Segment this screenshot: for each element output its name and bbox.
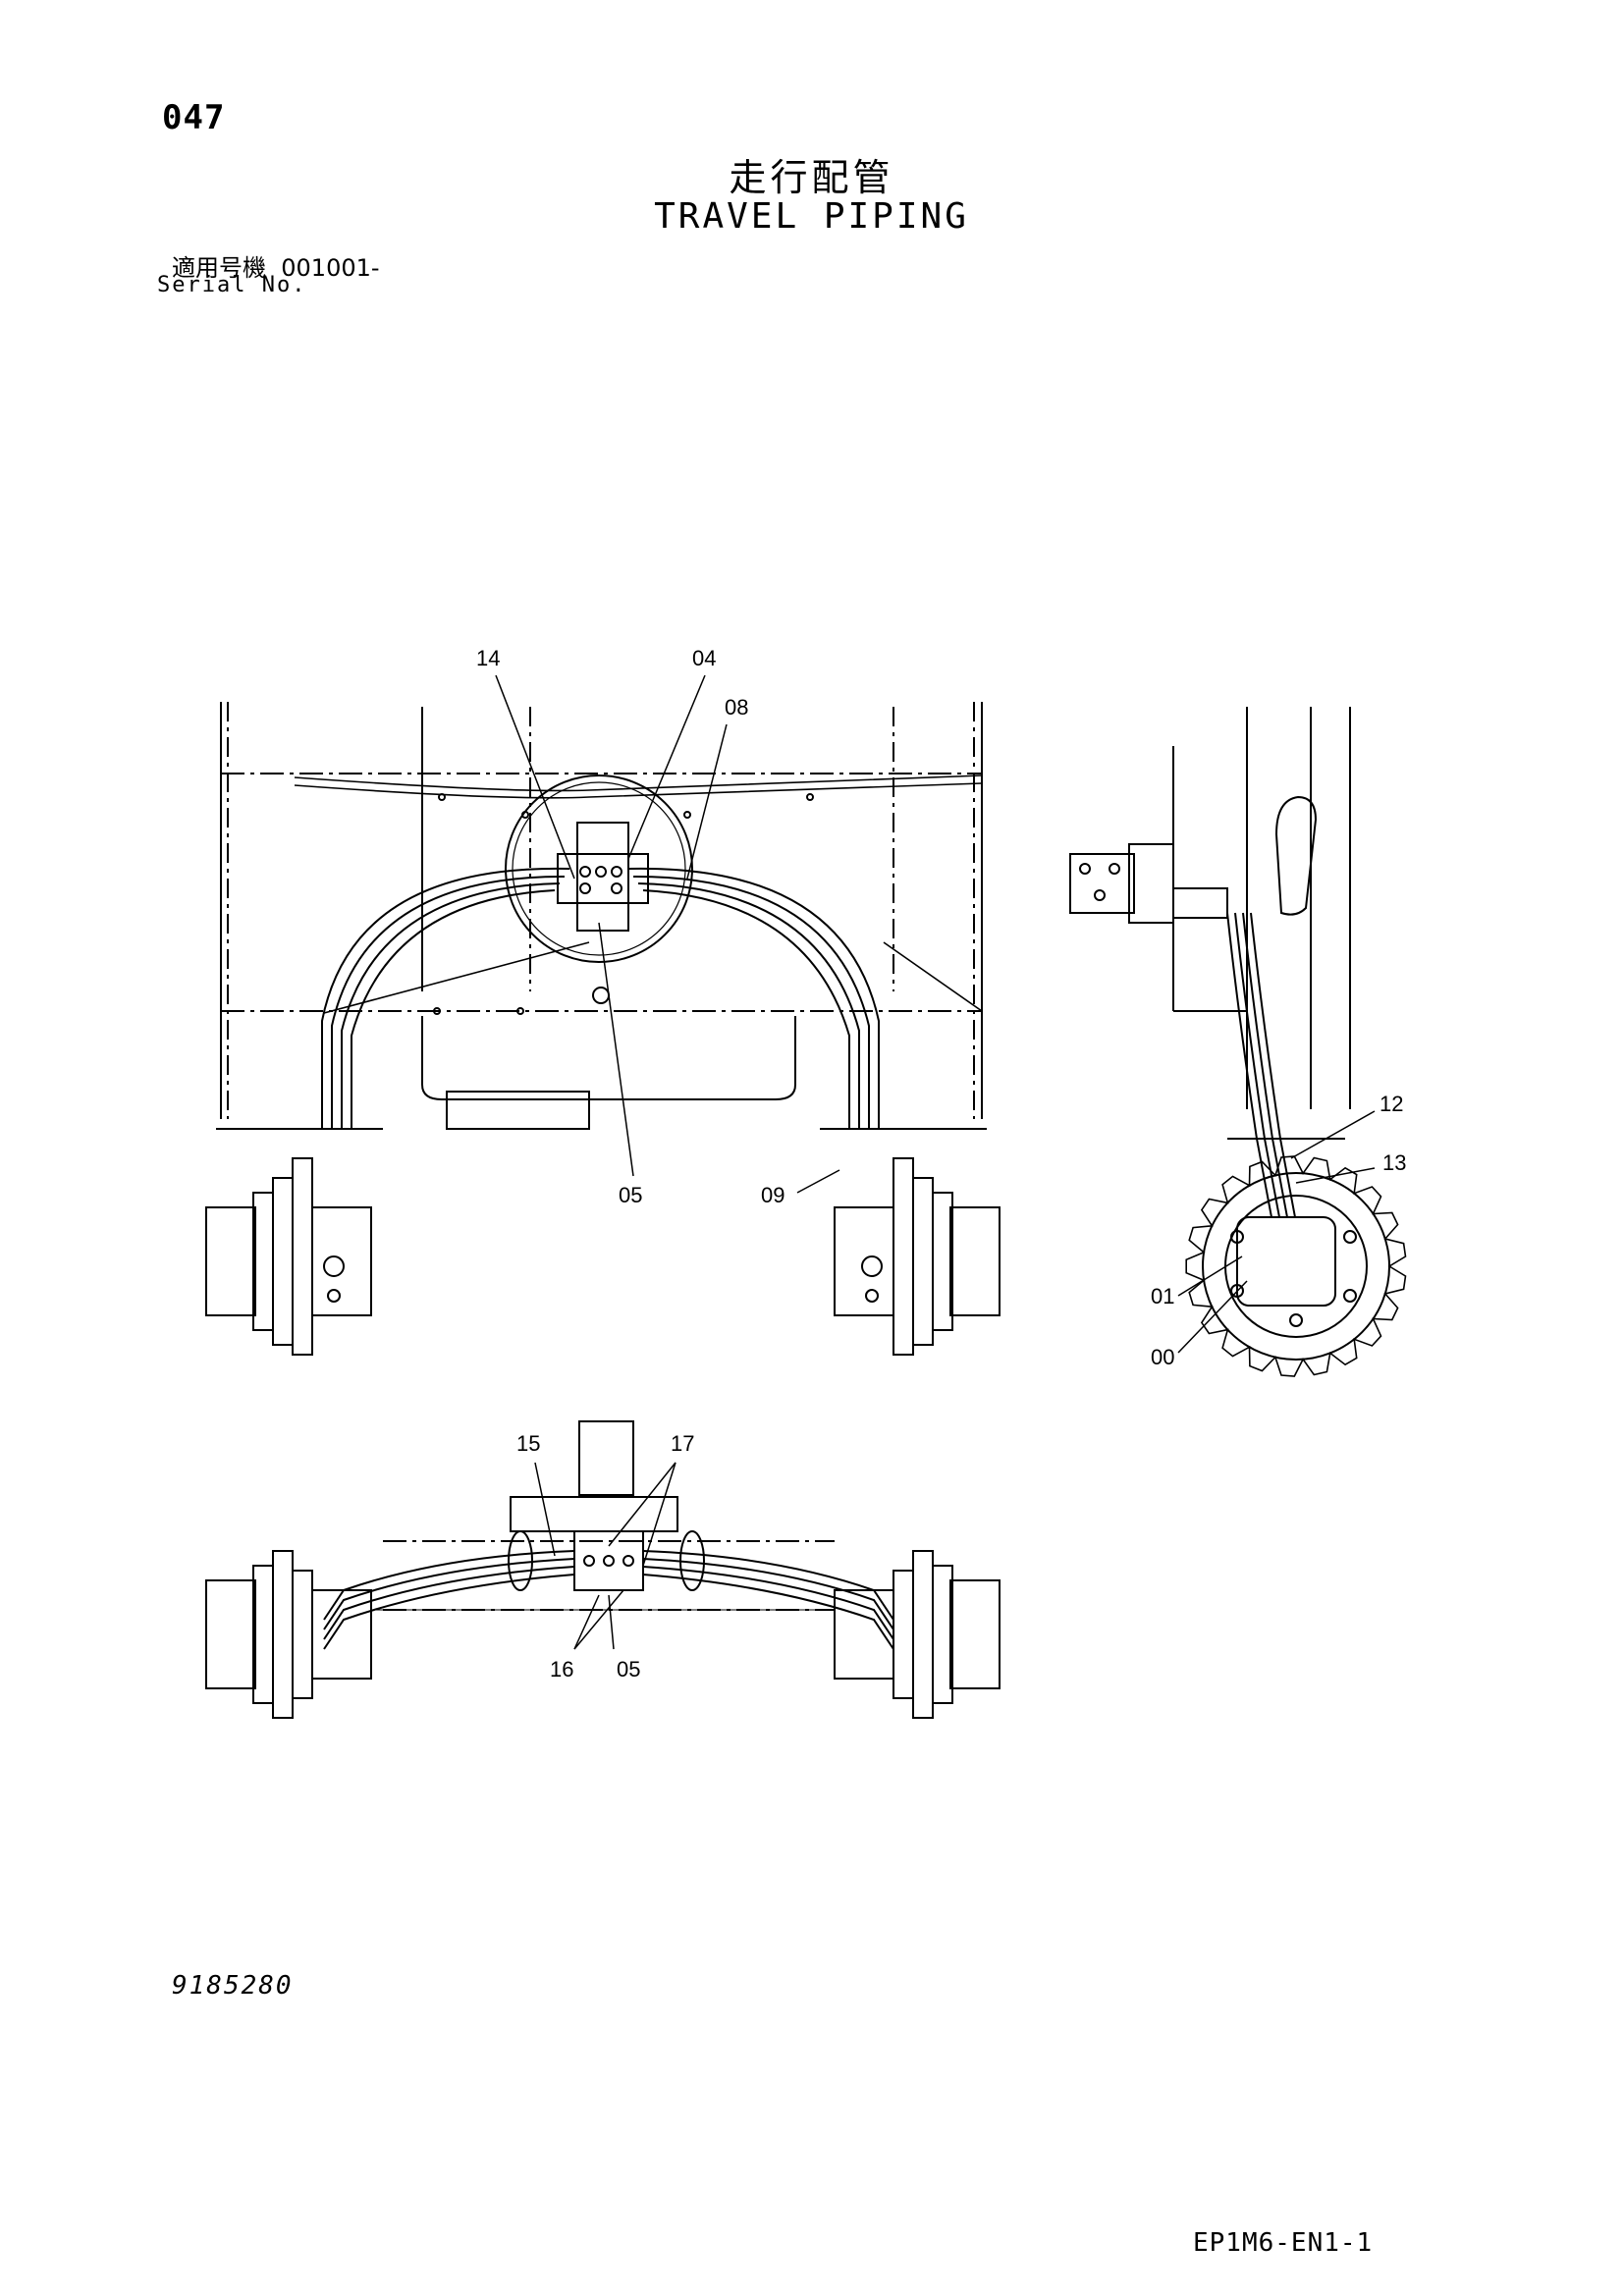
callout-16: 16 xyxy=(550,1657,573,1682)
side-view-leaders xyxy=(1177,1110,1376,1354)
front-view-leaders xyxy=(495,674,840,1194)
callout-00: 00 xyxy=(1151,1345,1174,1369)
page-number: 047 xyxy=(162,98,226,137)
callout-08: 08 xyxy=(725,695,748,720)
sprocket-teeth xyxy=(1185,1155,1407,1377)
bottom-view xyxy=(205,1420,1001,1719)
callout-05-bottom: 05 xyxy=(617,1657,640,1682)
callout-01: 01 xyxy=(1151,1284,1174,1308)
callout-12: 12 xyxy=(1380,1092,1403,1116)
sprocket-outline xyxy=(1185,1155,1407,1377)
callout-15: 15 xyxy=(516,1431,540,1456)
front-view xyxy=(205,702,1001,1356)
document-code: EP1M6-EN1-1 xyxy=(1193,2228,1374,2258)
bottom-view-leaders xyxy=(534,1462,676,1650)
serial-label-english: Serial No. xyxy=(157,273,307,297)
title-english: TRAVEL PIPING xyxy=(654,196,969,237)
title-japanese: 走行配管 xyxy=(729,156,894,199)
drawing-number: 9185280 xyxy=(172,1971,294,2001)
serial-label-japanese: 適用号機 001001- xyxy=(172,254,380,282)
callout-13: 13 xyxy=(1382,1150,1406,1175)
callout-05-front: 05 xyxy=(619,1183,642,1207)
callout-04: 04 xyxy=(692,646,716,670)
callout-14: 14 xyxy=(476,646,500,670)
callout-17: 17 xyxy=(671,1431,694,1456)
callout-09: 09 xyxy=(761,1183,784,1207)
side-view xyxy=(1069,707,1390,1361)
